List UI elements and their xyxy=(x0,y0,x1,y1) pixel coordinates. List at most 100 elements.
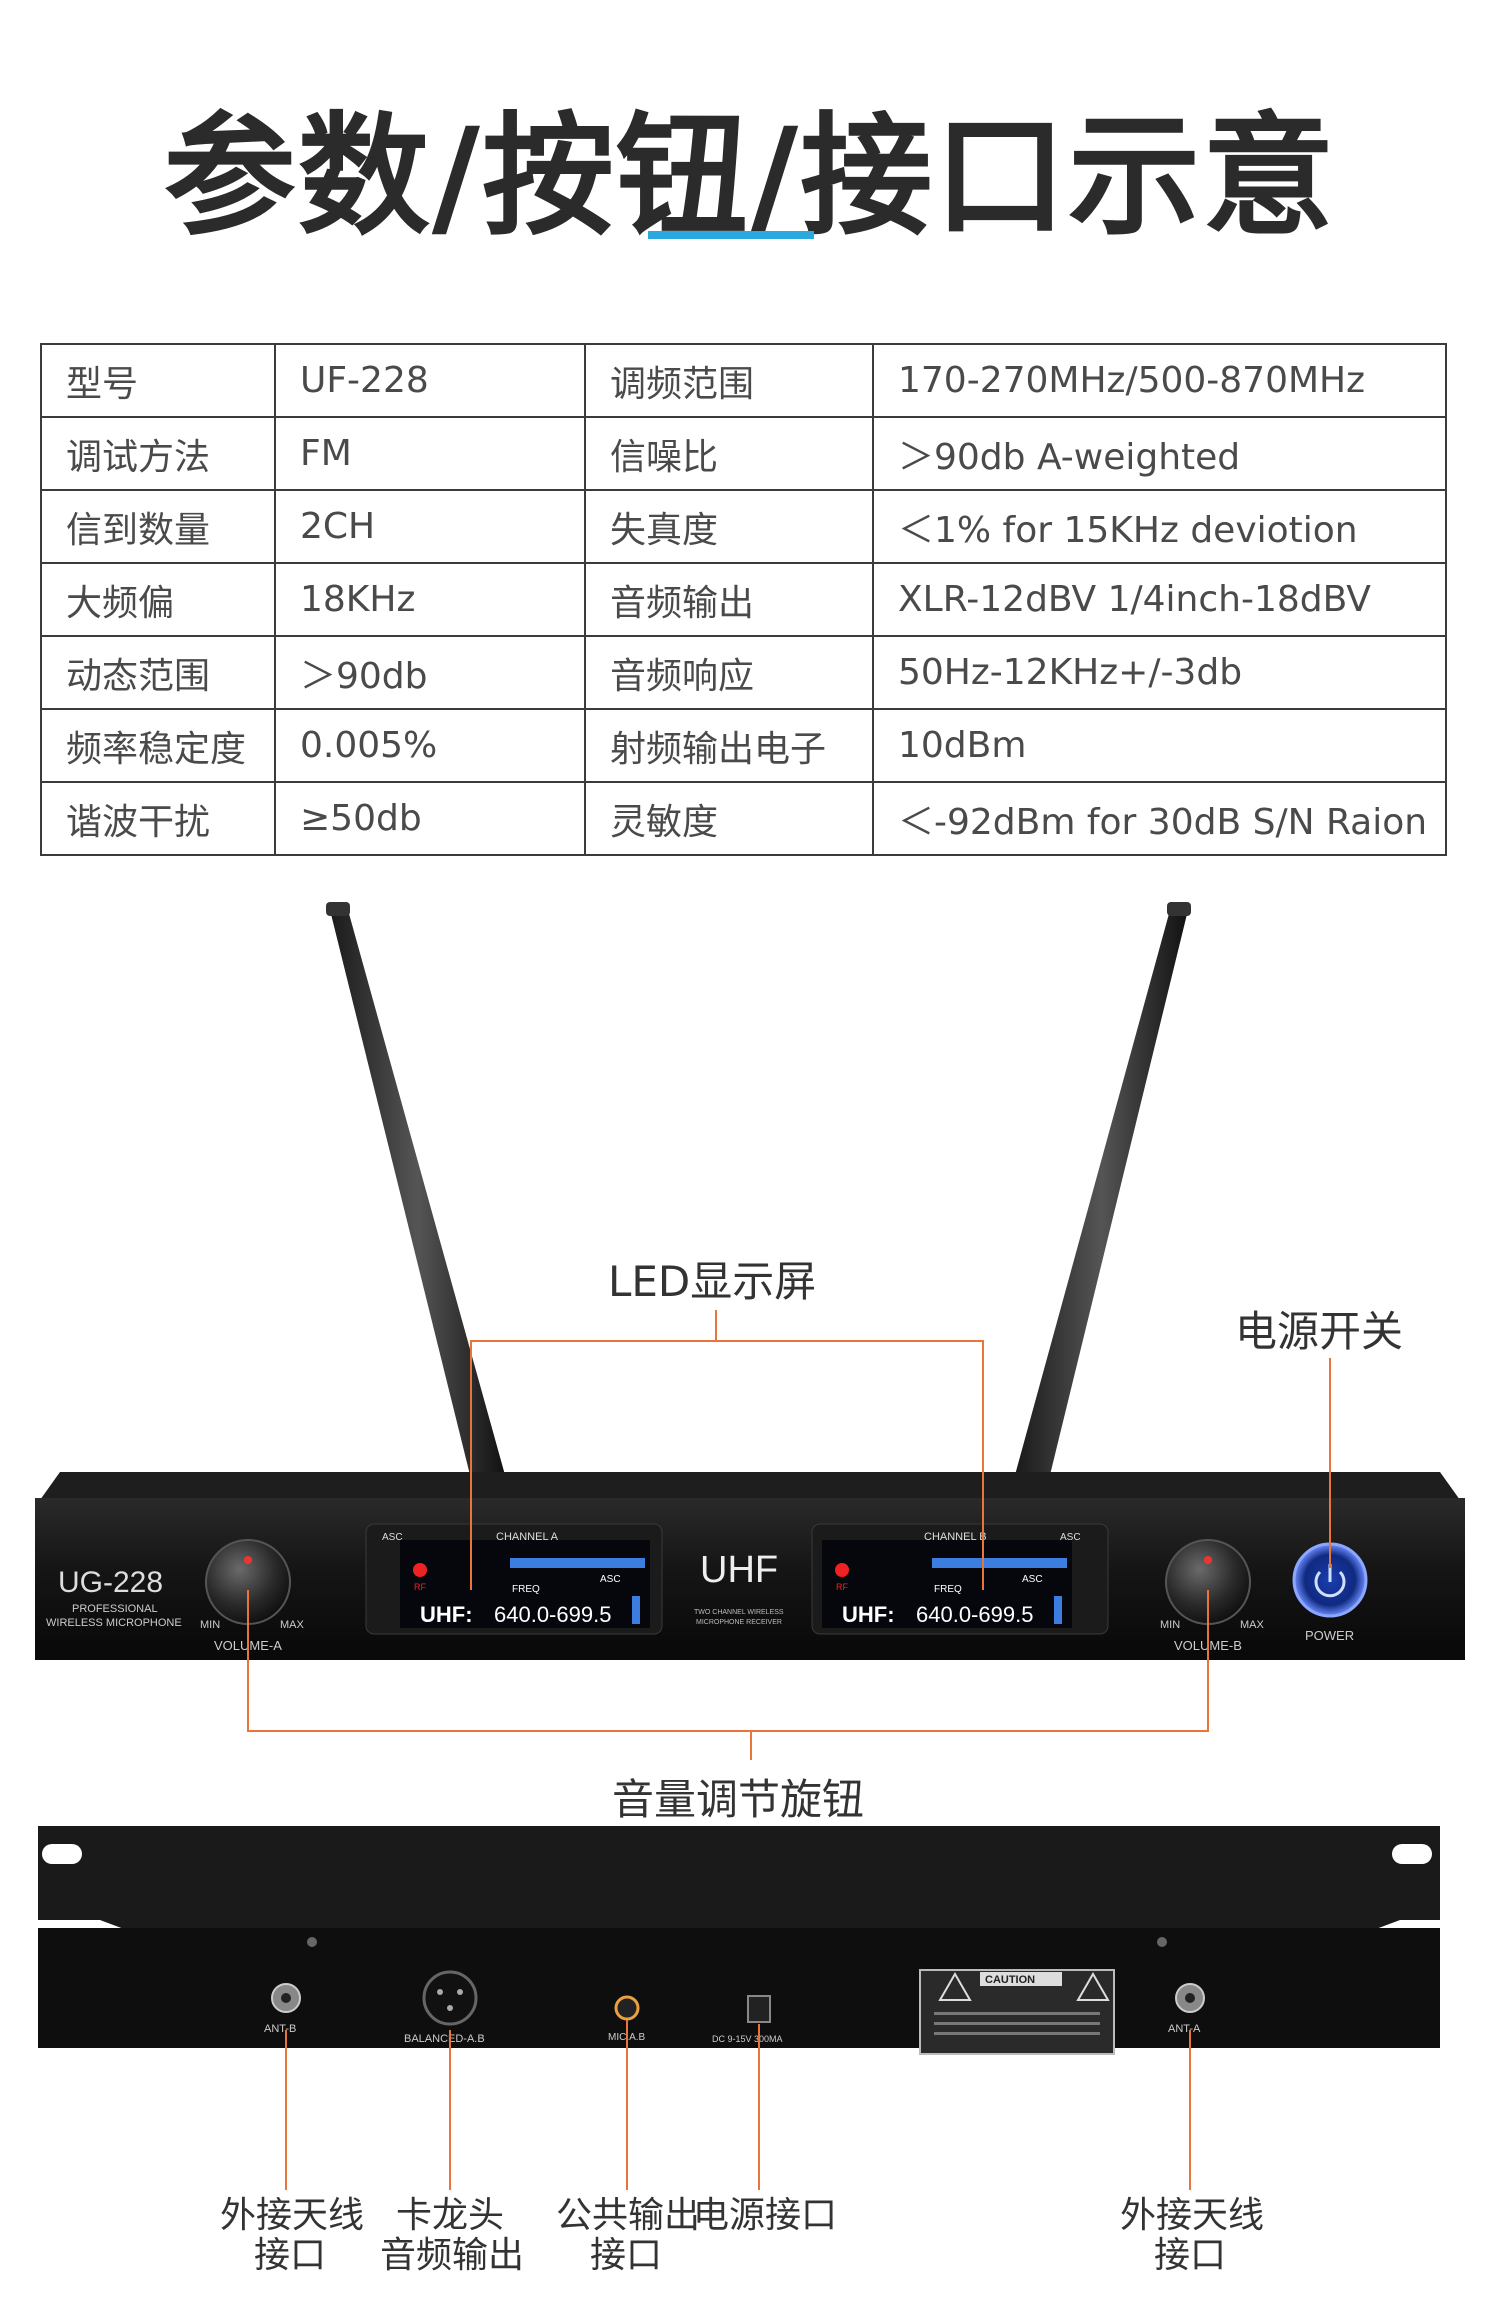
channel-a-label: CHANNEL A xyxy=(496,1531,559,1543)
asc-a-top: ASC xyxy=(382,1532,403,1543)
volume-callout-right xyxy=(1207,1590,1209,1730)
volume-a-max: MAX xyxy=(280,1619,305,1631)
asc-a: ASC xyxy=(600,1574,621,1585)
spec-value: 10dBm xyxy=(872,708,1447,783)
volume-a-min: MIN xyxy=(200,1619,220,1631)
led-callout-left xyxy=(470,1340,472,1590)
mic-output-line2: 接口 xyxy=(589,2235,662,2276)
spec-value: 0.005% xyxy=(274,708,586,783)
balanced-label: BALANCED-A.B xyxy=(404,2033,485,2045)
freq-a: FREQ xyxy=(512,1584,540,1595)
led-display-callout: LED显示屏 xyxy=(608,1257,817,1306)
model-label: UG-228 xyxy=(58,1566,163,1599)
spec-key: 动态范围 xyxy=(40,635,276,710)
volume-knob-callout: 音量调节旋钮 xyxy=(612,1775,865,1824)
spec-value: 50Hz-12KHz+/-3db xyxy=(872,635,1447,710)
ext-antenna-a-line1: 外接天线 xyxy=(1120,2195,1265,2236)
led-callout-hline xyxy=(470,1340,984,1342)
ant-a-callout-line xyxy=(1189,2030,1191,2190)
volume-callout-hline xyxy=(247,1730,1209,1732)
spec-key: 信噪比 xyxy=(584,416,874,491)
spec-key: 音频输出 xyxy=(584,562,874,637)
receiver-front-illustration: UG-228 PROFESSIONAL WIRELESS MICROPHONE … xyxy=(35,902,1465,1660)
rf-b: RF xyxy=(836,1582,848,1592)
asc-b: ASC xyxy=(1022,1574,1043,1585)
led-callout-stem xyxy=(715,1310,717,1342)
model-subtitle-1: PROFESSIONAL xyxy=(72,1603,158,1615)
model-subtitle-2: WIRELESS MICROPHONE xyxy=(46,1617,182,1629)
freq-b: FREQ xyxy=(934,1584,962,1595)
spec-key: 频率稳定度 xyxy=(40,708,276,783)
spec-key: 调频范围 xyxy=(584,343,874,418)
xlr-connector[interactable] xyxy=(422,1970,478,2026)
ant-b-label: ANT-B xyxy=(264,2023,296,2035)
dc-label: DC 9-15V 300MA xyxy=(712,2034,783,2044)
led-callout-right xyxy=(982,1340,984,1590)
volume-b-max: MAX xyxy=(1240,1619,1265,1631)
spec-value: 170-270MHz/500-870MHz xyxy=(872,343,1447,418)
spec-value: FM xyxy=(274,416,586,491)
ext-antenna-b-callout: 外接天线 接口 xyxy=(220,2195,365,2276)
uhf-prefix-b: UHF: xyxy=(842,1602,895,1627)
channel-b-label: CHANNEL B xyxy=(924,1531,987,1543)
lcd-display-a: CHANNEL A ASC RF FREQ ASC UHF: 640.0-699… xyxy=(365,1523,663,1635)
receiver-back-illustration: ANT-B BALANCED-A.B MIC.A.B DC 9-15V 300M… xyxy=(38,1826,1440,2055)
spec-key: 音频响应 xyxy=(584,635,874,710)
ant-a-connector[interactable] xyxy=(1175,1983,1205,2013)
volume-callout-stem xyxy=(750,1730,752,1760)
dc-power-jack[interactable] xyxy=(747,1995,771,2023)
antenna-left xyxy=(326,902,505,1475)
spec-key: 信到数量 xyxy=(40,489,276,564)
antenna-right xyxy=(1015,902,1191,1475)
title-underline xyxy=(648,231,814,239)
spec-key: 失真度 xyxy=(584,489,874,564)
mic-callout-line xyxy=(626,2020,628,2190)
spec-value: UF-228 xyxy=(274,343,586,418)
spec-value: 18KHz xyxy=(274,562,586,637)
mic-output-jack[interactable] xyxy=(614,1995,640,2021)
spec-value: ＞90db A-weighted xyxy=(872,416,1447,491)
rf-a: RF xyxy=(414,1582,426,1592)
volume-b-min: MIN xyxy=(1160,1619,1180,1631)
spec-key: 谐波干扰 xyxy=(40,781,276,856)
lcd-display-b: CHANNEL B ASC RF FREQ ASC UHF: 640.0-699… xyxy=(811,1523,1109,1635)
volume-callout-left xyxy=(247,1590,249,1730)
spec-key: 大频偏 xyxy=(40,562,276,637)
freq-range-a: 640.0-699.5 xyxy=(494,1602,611,1627)
ext-antenna-b-line1: 外接天线 xyxy=(220,2195,365,2236)
spec-key: 调试方法 xyxy=(40,416,276,491)
ext-antenna-a-line2: 接口 xyxy=(1153,2235,1226,2276)
dc-callout-line xyxy=(758,2024,760,2190)
mic-output-line1: 公共输出 xyxy=(556,2195,701,2236)
ext-antenna-a-callout: 外接天线 接口 xyxy=(1120,2195,1265,2276)
spec-value: ＞90db xyxy=(274,635,586,710)
spec-key: 射频输出电子 xyxy=(584,708,874,783)
caution-text: CAUTION xyxy=(985,1974,1035,1986)
ext-antenna-b-line2: 接口 xyxy=(253,2235,326,2276)
spec-value: XLR-12dBV 1/4inch-18dBV xyxy=(872,562,1447,637)
page-title: 参数/按钮/接口示意 xyxy=(163,100,1337,254)
caution-label-plate: CAUTION xyxy=(919,1969,1115,2055)
freq-range-b: 640.0-699.5 xyxy=(916,1602,1033,1627)
ant-b-callout-line xyxy=(285,2030,287,2190)
brand-sub-2: MICROPHONE RECEIVER xyxy=(696,1619,782,1626)
xlr-callout-line xyxy=(449,2030,451,2190)
spec-key: 灵敏度 xyxy=(584,781,874,856)
asc-b-top: ASC xyxy=(1060,1532,1081,1543)
mic-output-callout: 公共输出 接口 xyxy=(556,2195,701,2276)
xlr-output-line2: 音频输出 xyxy=(380,2235,525,2276)
spec-value: ＜-92dBm for 30dB S/N Raion xyxy=(872,781,1447,856)
ant-b-connector[interactable] xyxy=(271,1983,301,2013)
spec-value: ＜1% for 15KHz deviotion xyxy=(872,489,1447,564)
spec-key: 型号 xyxy=(40,343,276,418)
volume-knob-a[interactable] xyxy=(205,1539,291,1625)
spec-value: ≥50db xyxy=(274,781,586,856)
brand-logo: UHF xyxy=(700,1549,778,1591)
brand-sub-1: TWO CHANNEL WIRELESS xyxy=(694,1609,784,1616)
power-icon xyxy=(1314,1570,1346,1598)
